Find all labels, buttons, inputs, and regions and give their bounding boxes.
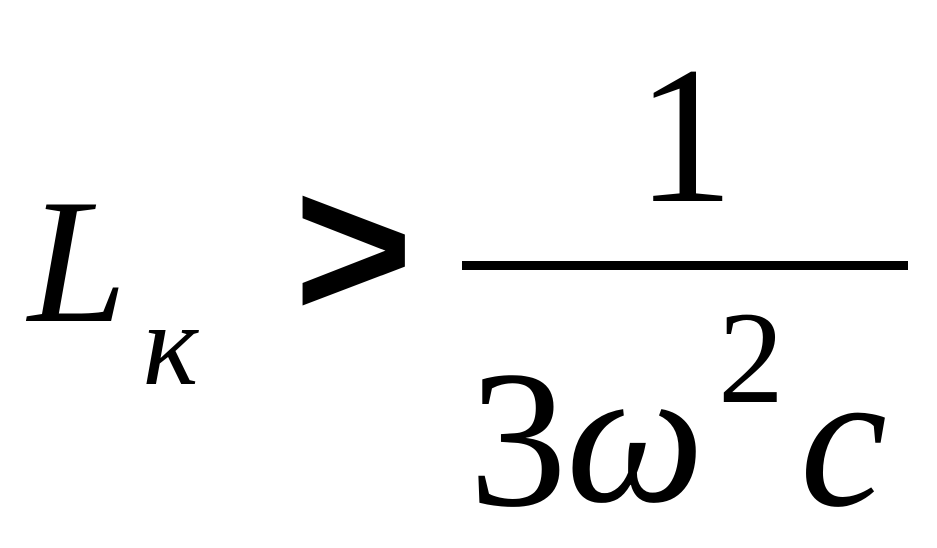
lhs-symbol: L <box>28 162 127 360</box>
fraction-bar <box>462 261 908 270</box>
denominator-exponent: 2 <box>718 284 784 431</box>
greater-than-sign: > <box>294 134 414 362</box>
denominator-factor: c <box>800 331 887 548</box>
denominator-coefficient: 3 <box>469 331 567 548</box>
denominator-omega: ω <box>566 327 705 544</box>
lhs-subscript: к <box>143 279 199 410</box>
formula: L к > 1 3 ω 2 c <box>28 27 908 544</box>
fraction-numerator: 1 <box>636 27 734 244</box>
